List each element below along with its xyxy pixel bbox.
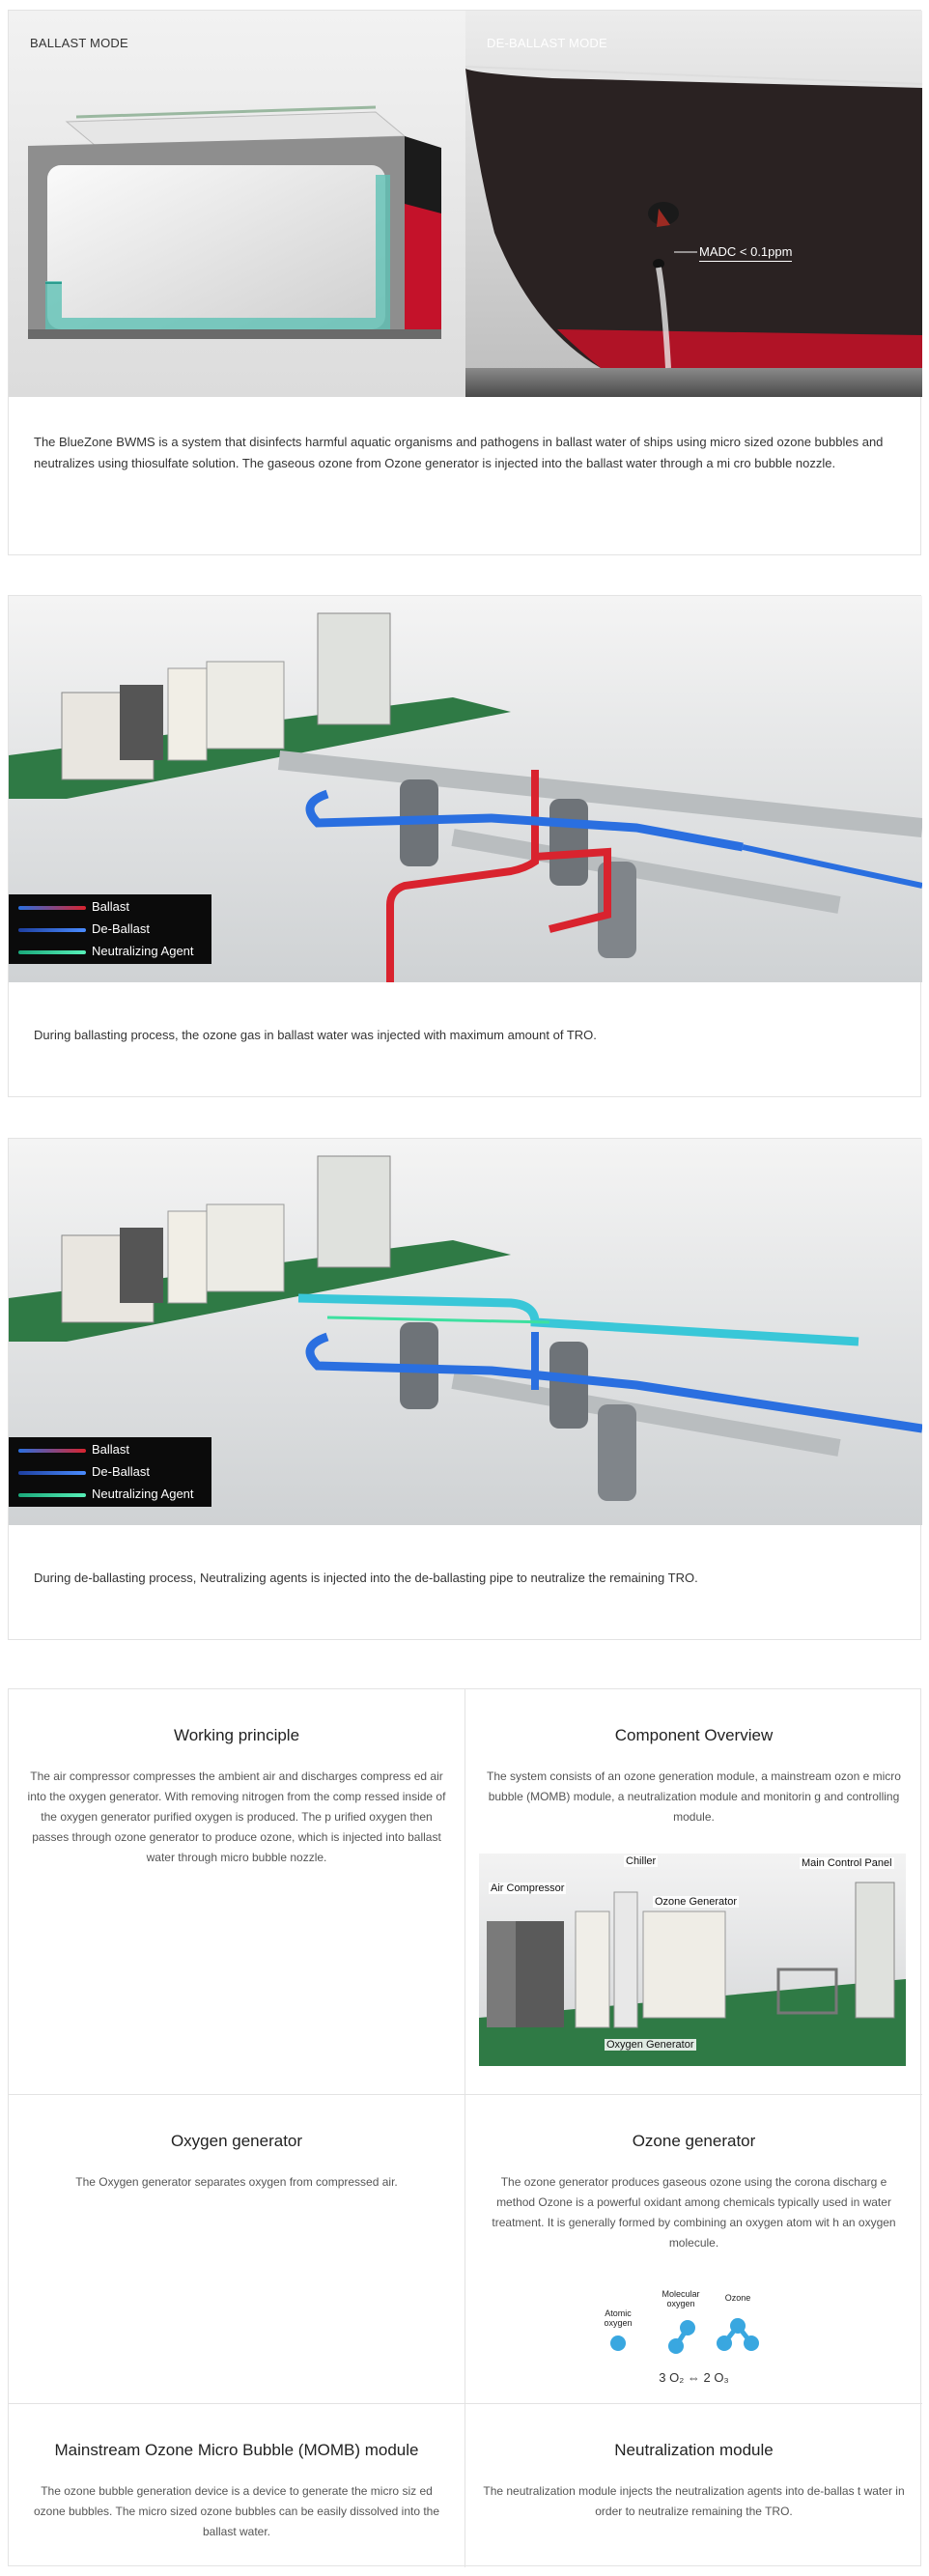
legend-deballast-label: De-Ballast xyxy=(92,921,150,936)
ozone-generator-cell: Ozone generator The ozone generator prod… xyxy=(465,2095,922,2404)
deballast-mode-image: DE-BALLAST MODE MADC < 0.1ppm xyxy=(465,11,922,397)
ozone-equation: 3 O₂ ⇔ 2 O₃ xyxy=(659,2370,729,2385)
component-overview-title: Component Overview xyxy=(614,1726,774,1744)
legend-ballast-2: Ballast xyxy=(9,1439,211,1460)
oxygen-generator-label: Oxygen Generator xyxy=(605,2039,696,2051)
flow-legend: Ballast De-Ballast Neutralizing Agent xyxy=(9,894,211,964)
deballast-mode-label: DE-BALLAST MODE xyxy=(487,36,607,50)
ozone-generator-body: The ozone generator produces gaseous ozo… xyxy=(492,2175,896,2250)
mode-images: BALLAST MODE xyxy=(9,11,922,397)
neutralization-module-body: The neutralization module injects the ne… xyxy=(483,2484,905,2518)
molecule-icons xyxy=(610,2318,759,2354)
component-overview-image: Air Compressor Chiller Main Control Pane… xyxy=(479,1854,906,2066)
deballasting-system-illustration xyxy=(9,1139,922,1525)
ozone-molecule-icon xyxy=(717,2318,759,2351)
chiller-label: Chiller xyxy=(624,1855,659,1867)
legend-neutralizing: Neutralizing Agent xyxy=(9,941,211,962)
legend-ballast: Ballast xyxy=(9,896,211,918)
madc-label: MADC < 0.1ppm xyxy=(699,244,793,262)
ballast-mode-label: BALLAST MODE xyxy=(30,36,128,50)
momb-module-cell: Mainstream Ozone Micro Bubble (MOMB) mod… xyxy=(9,2404,465,2567)
component-overview-cell: Component Overview The system consists o… xyxy=(465,1689,922,2095)
legend-deballast: De-Ballast xyxy=(9,919,211,940)
legend-neutralizing-2: Neutralizing Agent xyxy=(9,1484,211,1505)
main-control-panel-label: Main Control Panel xyxy=(800,1857,894,1869)
legend-neutralizing-label: Neutralizing Agent xyxy=(92,944,194,958)
momb-module-body: The ozone bubble generation device is a … xyxy=(33,2484,440,2538)
ballast-mode-image: BALLAST MODE xyxy=(9,11,465,397)
deballast-swatch xyxy=(18,928,86,932)
working-principle-body: The air compressor compresses the ambien… xyxy=(27,1769,446,1864)
legend-deballast-label-2: De-Ballast xyxy=(92,1464,150,1479)
component-overview-body: The system consists of an ozone generati… xyxy=(487,1769,901,1824)
ballast-swatch xyxy=(18,906,86,910)
deballast-swatch-2 xyxy=(18,1471,86,1475)
intro-card: BALLAST MODE xyxy=(8,10,922,555)
oxygen-generator-cell: Oxygen generator The Oxygen generator se… xyxy=(9,2095,465,2404)
intro-description: The BlueZone BWMS is a system that disin… xyxy=(34,435,884,470)
ozone-generator-title: Ozone generator xyxy=(632,2132,756,2150)
atomic-oxygen-label: Atomic oxygen xyxy=(604,2308,633,2328)
oxygen-generator-body: The Oxygen generator separates oxygen fr… xyxy=(75,2175,398,2189)
deballasting-card: Ballast De-Ballast Neutralizing Agent Du… xyxy=(8,1138,922,1640)
legend-ballast-label: Ballast xyxy=(92,899,130,914)
molecular-oxygen-label: Molecular oxygen xyxy=(662,2289,700,2308)
working-principle-cell: Working principle The air compressor com… xyxy=(9,1689,465,2095)
legend-neutralizing-label-2: Neutralizing Agent xyxy=(92,1486,194,1501)
molecule-diagram: Atomic oxygen Molecular oxygen Ozone xyxy=(465,2283,922,2390)
momb-module-title: Mainstream Ozone Micro Bubble (MOMB) mod… xyxy=(54,2441,419,2459)
legend-deballast-2: De-Ballast xyxy=(9,1461,211,1483)
module-grid: Working principle The air compressor com… xyxy=(8,1688,922,2567)
ozone-generator-label: Ozone Generator xyxy=(653,1896,739,1908)
ballast-tank-illustration xyxy=(9,11,465,397)
ship-hull-illustration xyxy=(465,11,922,397)
components-illustration xyxy=(479,1854,906,2066)
neutralizing-swatch-2 xyxy=(18,1493,86,1497)
ozone-molecule-label: Ozone xyxy=(724,2293,751,2303)
molecular-oxygen-icon xyxy=(668,2320,695,2354)
ballast-swatch-2 xyxy=(18,1449,86,1453)
ballasting-caption: During ballasting process, the ozone gas… xyxy=(34,1028,597,1042)
neutralization-module-title: Neutralization module xyxy=(614,2441,774,2459)
air-compressor-label: Air Compressor xyxy=(489,1882,567,1894)
deballasting-diagram xyxy=(9,1139,922,1525)
legend-ballast-label-2: Ballast xyxy=(92,1442,130,1457)
atomic-oxygen-icon xyxy=(610,2335,626,2351)
oxygen-generator-title: Oxygen generator xyxy=(170,2132,303,2150)
deballasting-caption: During de-ballasting process, Neutralizi… xyxy=(34,1571,698,1585)
ballasting-card: Ballast De-Ballast Neutralizing Agent Du… xyxy=(8,595,922,1097)
neutralization-module-cell: Neutralization module The neutralization… xyxy=(465,2404,922,2567)
flow-legend-2: Ballast De-Ballast Neutralizing Agent xyxy=(9,1437,211,1507)
working-principle-title: Working principle xyxy=(173,1726,300,1744)
neutralizing-swatch xyxy=(18,950,86,954)
